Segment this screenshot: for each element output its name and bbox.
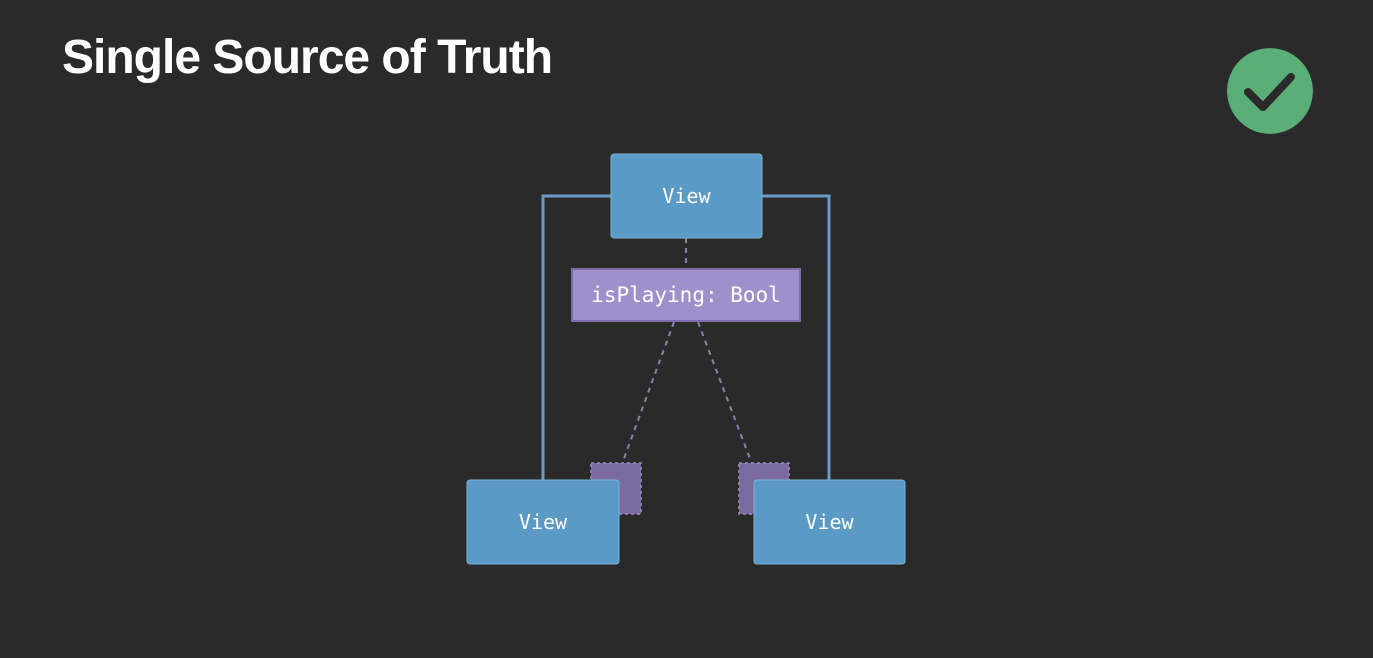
slide-title: Single Source of Truth bbox=[62, 31, 553, 84]
right-view-box bbox=[753, 479, 906, 565]
checkmark-icon bbox=[1244, 73, 1295, 111]
right-connector-line bbox=[760, 194, 831, 482]
state-box bbox=[571, 268, 801, 322]
state-dashed-line-right bbox=[697, 321, 753, 465]
state-dashed-line-left bbox=[621, 321, 675, 465]
checkmark-circle bbox=[1227, 48, 1313, 134]
left-view-node: View bbox=[466, 479, 620, 565]
top-view-box bbox=[610, 153, 763, 239]
top-view-node: View bbox=[610, 153, 763, 239]
checkmark-badge bbox=[1227, 48, 1313, 134]
left-view-label: View bbox=[519, 510, 568, 534]
state-label: isPlaying: Bool bbox=[591, 283, 781, 307]
left-connector-line bbox=[541, 194, 612, 482]
right-view-label: View bbox=[805, 510, 854, 534]
state-node: isPlaying: Bool bbox=[571, 268, 801, 322]
top-view-label: View bbox=[662, 184, 711, 208]
left-view-box bbox=[466, 479, 620, 565]
right-view-node: View bbox=[753, 479, 906, 565]
